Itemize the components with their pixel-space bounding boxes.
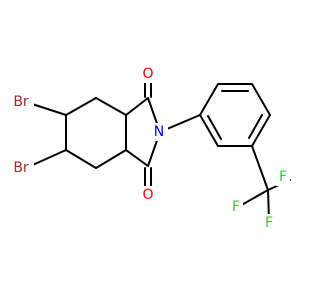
bond (199, 114, 219, 147)
bond (251, 83, 271, 116)
oxygen-label-upper: O (142, 66, 153, 82)
bond (125, 149, 149, 167)
molecule-structure-diagram: Br Br O O N F F F (13, 66, 291, 231)
nitrogen-label: N (154, 124, 164, 140)
benzene-ring (199, 83, 271, 147)
cyclohexane-ring (65, 97, 127, 169)
bond (65, 149, 97, 169)
bromine-label-lower: Br (13, 160, 29, 176)
bond (95, 97, 127, 116)
fluorine-label-right: F (279, 169, 287, 185)
bond (95, 149, 127, 169)
bond (199, 83, 219, 116)
fluorine-label-left: F (232, 199, 240, 215)
bond (207, 115, 222, 140)
bond (251, 114, 271, 147)
bond (248, 114, 263, 139)
bond (65, 97, 97, 116)
oxygen-label-lower: O (142, 187, 153, 203)
bromine-label-upper: Br (13, 94, 29, 110)
fluorine-label-bottom: F (265, 215, 273, 231)
bond (251, 145, 269, 191)
bond (125, 97, 149, 116)
